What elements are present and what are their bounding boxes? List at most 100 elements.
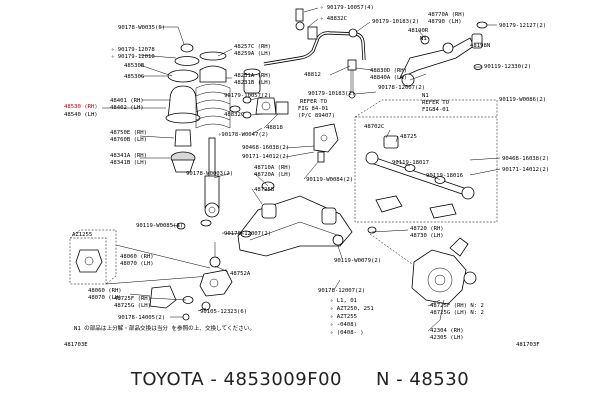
- callout-48752A: 48752A: [230, 271, 251, 277]
- callout-48257C: 48257C (RH): [234, 44, 271, 50]
- callout-48530B: 48530B: [124, 63, 145, 69]
- legend-azt250-251: ✧ AZT250, 251: [330, 306, 374, 312]
- callout-90179-10057-mid: 90179-10057(2): [224, 93, 271, 99]
- callout-48401: 48401 (RH): [110, 98, 144, 104]
- callout-48720-rh: 48720 (RH): [410, 226, 444, 232]
- callout-48070: 48070 (LH): [88, 295, 122, 301]
- figure-id-left: 481703E: [64, 342, 88, 348]
- callout-90119-12330: 90119-12330(2): [484, 64, 531, 70]
- stabilizer-bar: [263, 8, 366, 99]
- shock-absorber-assembly: [165, 43, 220, 230]
- callout-90178-W0003: 90178-W0003(2): [186, 171, 233, 177]
- callout-48730-lh: 48730 (LH): [410, 233, 444, 239]
- callout-48832C-top: ✧ 48832C: [320, 16, 347, 22]
- toe-control-link: [354, 99, 498, 223]
- callout-48530G: 48530G: [124, 74, 145, 80]
- callout-48812: 48812: [304, 72, 321, 78]
- callout-90171-14012-right: 90171-14012(2): [502, 167, 549, 173]
- callout-48725G-left: 48725G (LH): [114, 303, 151, 309]
- callout-48702C: 48702C: [364, 124, 384, 130]
- callout-90178-12007-upper: 90178-12007(2): [378, 85, 425, 91]
- callout-48725F-right: 48725F (RH) N: 2: [430, 303, 484, 309]
- callout-90178-W0035: 90178-W0035(6): [118, 25, 165, 31]
- callout-90178-14005: 90178-14005(2): [118, 315, 165, 321]
- callout-90171-14012-left: 90171-14012(2): [242, 154, 289, 160]
- callout-48750E: 48750E (RH): [110, 130, 147, 136]
- callout-48725F-left: 48725F (RH): [114, 296, 151, 302]
- callout-48840A: 48840A (LH): [370, 75, 407, 81]
- callout-48402: 48402 (LH): [110, 105, 144, 111]
- callout-90179-12127: 90179-12127(2): [499, 23, 546, 29]
- callout-48530-rh: 48530 (RH): [64, 104, 98, 110]
- callout-48830D: 48830D (RH): [370, 68, 407, 74]
- callout-90179-12078: ✧ 90179-12078: [111, 47, 155, 53]
- note-pc-89407: (P/C 89407): [298, 113, 335, 119]
- callout-48725G-right: 48725G (LH) N: 2: [430, 310, 484, 316]
- rear-axle-carrier: [367, 226, 477, 305]
- lower-arm: [200, 181, 353, 257]
- stabilizer-bushings: [242, 96, 289, 119]
- note-fig84-01: FIG84-01: [422, 107, 449, 113]
- oem-part-number: TOYOTA - 4853009F00: [130, 368, 342, 390]
- callout-90119-W0079: 90119-W0079(2): [334, 258, 381, 264]
- callout-48790: 48790 (LH): [428, 19, 462, 25]
- callout-90179-10183-top: 90179-10183(2): [372, 19, 419, 25]
- upper-arm: [399, 21, 488, 87]
- callout-90119-W0086: 90119-W0086(2): [499, 97, 546, 103]
- callout-48259A: 48259A (LH): [234, 51, 271, 57]
- callout-90119-18017: 90119-18017: [392, 160, 429, 166]
- note-fig-84-01: FIG 84-01: [298, 106, 328, 112]
- callout-48341A: 48341A (RH): [110, 153, 147, 159]
- callout-90179-10183-mid: 90179-10183(2): [308, 91, 355, 97]
- callout-90178-12007-low: 90178-12007(2): [318, 288, 365, 294]
- note-refer-to-2: REFER TO: [422, 100, 450, 106]
- callout-48190R: 48190R: [408, 28, 429, 34]
- legend-0408-end: ✧ -0408): [330, 322, 357, 328]
- part-number-caption: TOYOTA - 4853009F00 N - 48530: [0, 358, 600, 400]
- note-refer-to-1: REFER TO: [300, 99, 328, 105]
- legend-0408-start: ✧ (0408- ): [330, 330, 364, 336]
- bushing-detail-box: [69, 229, 211, 285]
- callout-48710A: 48710A (RH): [254, 165, 291, 171]
- callout-90179-12010: ✧ 90179-12010: [111, 54, 155, 60]
- callout-48198N: 48198N: [470, 43, 490, 49]
- callout-90119-W0085: 90119-W0085(2): [136, 223, 183, 229]
- callout-90119-18016: 90119-18016: [426, 173, 463, 179]
- callout-48540-lh: 48540 (LH): [64, 112, 98, 118]
- coil-spring: [195, 51, 261, 129]
- callout-48725-box: 48725: [400, 134, 417, 140]
- note-n1-upper: N1: [420, 36, 427, 42]
- callout-48725B: 48725B: [254, 187, 275, 193]
- callout-42304: 42304 (RH): [430, 328, 464, 334]
- callout-48818: 48818: [266, 125, 283, 131]
- callout-90178-W0047: ✧90178-W0047(2): [218, 132, 269, 138]
- footnote-n1: N1 の部品は上分解・部品交換は当分 を参照の上、交換してください。: [74, 324, 255, 332]
- callout-48231B: 48231B (LH): [234, 80, 271, 86]
- legend-azt255: ✧ AZT255: [330, 314, 357, 320]
- callout-48720A: 48720A (LH): [254, 172, 291, 178]
- note-n1-right: N1: [422, 93, 429, 99]
- callout-48760B: 48760B (LH): [110, 137, 147, 143]
- callout-90105-12323: 90105-12323(6): [200, 309, 247, 315]
- callout-48231A: 48231A (RH): [234, 73, 271, 79]
- callout-AZ1255: AZ1255: [72, 232, 92, 238]
- callout-48070-box: 48070 (LH): [120, 261, 154, 267]
- suspension-diagram: 90178-W0035(6) ✧ 90179-12078 ✧ 90179-120…: [64, 5, 549, 348]
- callout-90179-10057-top: ✧ 90179-10057(4): [320, 5, 374, 11]
- callout-48060-box: 48060 (RH): [120, 254, 154, 260]
- leader-lines: [102, 7, 501, 332]
- callout-90468-16038-left: 90468-16038(2): [242, 145, 289, 151]
- callout-42305: 42305 (LH): [430, 335, 464, 341]
- callout-90468-16038-right: 90468-16038(2): [502, 156, 549, 162]
- callout-90119-W0084: 90119-W0084(2): [306, 177, 353, 183]
- callout-48770A: 48770A (RH): [428, 12, 465, 18]
- diagram-reference-number: N - 48530: [375, 368, 470, 390]
- callout-48832C-mid: 48832C: [224, 112, 244, 118]
- callout-48060: 48060 (RH): [88, 288, 122, 294]
- center-bracket: [313, 123, 339, 163]
- part-number-labels: 90178-W0035(6) ✧ 90179-12078 ✧ 90179-120…: [64, 5, 549, 348]
- legend-l1-01: ✧ L1, 01: [330, 298, 357, 304]
- callout-48341B: 48341B (LH): [110, 160, 147, 166]
- callout-90178-12007-mid: 90178-12007(2): [224, 231, 271, 237]
- figure-id-right: 481703F: [516, 342, 540, 348]
